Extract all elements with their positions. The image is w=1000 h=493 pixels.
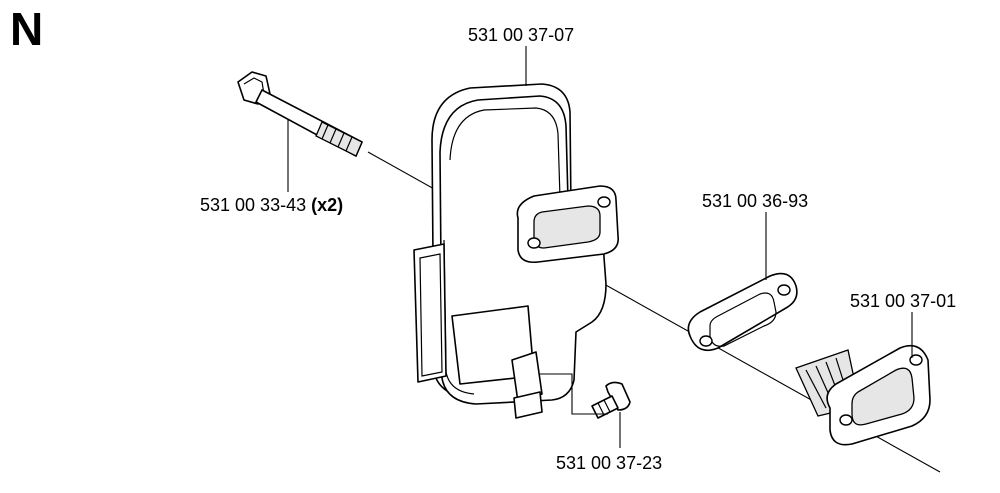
part-number: 531 00 36-93 (702, 191, 809, 211)
section-letter: N (10, 3, 44, 55)
muffler-drawing (413, 83, 620, 419)
part-label-deflector: 531 00 37-01 (850, 292, 956, 310)
part-number: 531 00 37-07 (468, 25, 575, 45)
leader-lines (287, 46, 913, 448)
part-label-muffler: 531 00 37-07 (468, 26, 574, 44)
deflector-drawing (795, 344, 931, 446)
part-label-gasket: 531 00 36-93 (702, 192, 808, 210)
gasket-drawing (687, 272, 798, 352)
bolt-drawing (237, 71, 363, 157)
screw-drawing (591, 381, 631, 419)
part-number: 531 00 37-23 (556, 453, 663, 473)
part-number: 531 00 33-43 (200, 195, 307, 215)
quantity-badge: (x2) (311, 195, 344, 215)
part-label-screw: 531 00 37-23 (556, 454, 662, 472)
part-number: 531 00 37-01 (850, 291, 957, 311)
part-label-bolt: 531 00 33-43(x2) (200, 196, 343, 214)
